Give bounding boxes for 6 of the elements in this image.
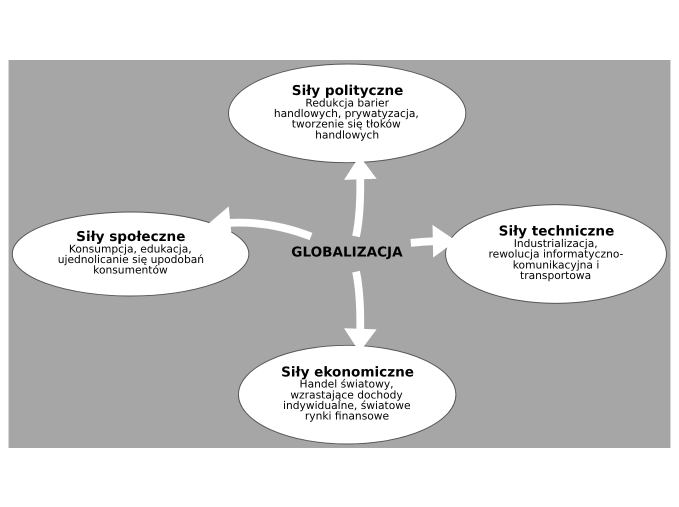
- node-ellipse: Siły ekonomiczne Handel światowy, wzrastające dochody indywidualne, światowe rynki finansowe: [238, 344, 456, 444]
- node-ellipse: Siły techniczne Industrializacja, rewolucja informatyczno-komunikacyjna i transportowa: [445, 204, 667, 304]
- node-ellipse: Siły polityczne Redukcja barier handlowych, prywatyzacja, tworzenie się tłoków handlowych: [228, 63, 466, 163]
- node-ellipse: Siły społeczne Konsumpcja, edukacja, ujednolicanie się upodobań konsumentów: [12, 210, 250, 296]
- arrow: [207, 206, 312, 240]
- node-text: GLOBALIZACJA: [291, 244, 403, 260]
